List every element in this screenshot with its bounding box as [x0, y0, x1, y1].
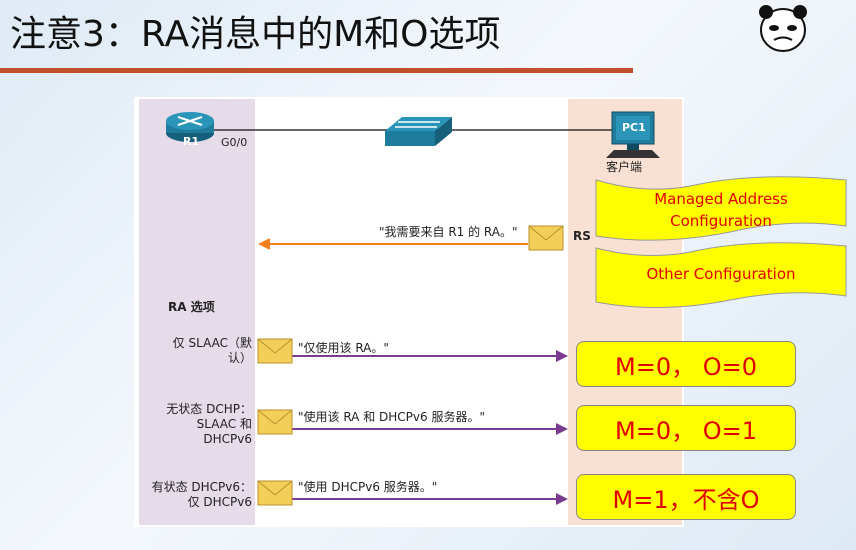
option-1-line-1: 仅 SLAAC（默: [172, 336, 252, 350]
option-1-line-2: 认）: [227, 351, 252, 365]
rs-tag: RS: [573, 229, 591, 243]
router-label: R1: [183, 135, 200, 148]
router-port-label: G0/0: [221, 136, 248, 149]
ra-options-heading: RA 选项: [168, 300, 215, 314]
managed-flag-line-2: Configuration: [670, 212, 772, 230]
envelope-icon: [257, 409, 293, 435]
router-column: [139, 99, 255, 525]
message-2: "使用该 RA 和 DHCPv6 服务器。": [298, 410, 485, 424]
result-box-2: M=0， O=1: [576, 405, 796, 451]
option-2-line-1: 无状态 DCHP：: [166, 402, 252, 416]
envelope-icon: [528, 225, 564, 251]
envelope-icon: [257, 338, 293, 364]
page-title: 注意3：RA消息中的M和O选项: [10, 14, 501, 55]
switch-icon: [385, 117, 452, 146]
message-1: "仅使用该 RA。": [298, 341, 389, 355]
option-label-2: 无状态 DCHP： SLAAC 和 DHCPv6: [140, 402, 252, 447]
other-flag-shape: [595, 242, 847, 308]
option-2-line-3: DHCPv6: [203, 432, 252, 446]
managed-flag-line-1: Managed Address: [654, 190, 788, 208]
managed-flag-shape: [595, 176, 847, 241]
client-column: [568, 99, 682, 525]
result-box-3: M=1，不含O: [576, 474, 796, 520]
message-3: "使用 DHCPv6 服务器。": [298, 480, 438, 494]
option-3-line-1: 有状态 DHCPv6：: [151, 480, 252, 494]
mascot-icon: [759, 5, 807, 52]
option-label-1: 仅 SLAAC（默 认）: [140, 336, 252, 366]
envelope-icon: [257, 480, 293, 506]
pc-label: PC1: [622, 121, 646, 134]
pc-icon: [606, 111, 660, 158]
option-3-line-2: 仅 DHCPv6: [187, 495, 252, 509]
result-box-1: M=0， O=0: [576, 341, 796, 387]
pc-caption: 客户端: [606, 160, 643, 174]
other-flag-text: Other Configuration: [646, 265, 796, 283]
option-label-3: 有状态 DHCPv6： 仅 DHCPv6: [140, 480, 252, 510]
title-rule: [0, 68, 633, 73]
managed-flag-text: Managed Address Configuration: [600, 188, 842, 232]
rs-message-text: "我需要来自 R1 的 RA。": [379, 225, 518, 239]
option-2-line-2: SLAAC 和: [196, 417, 252, 431]
router-icon: [166, 112, 214, 142]
